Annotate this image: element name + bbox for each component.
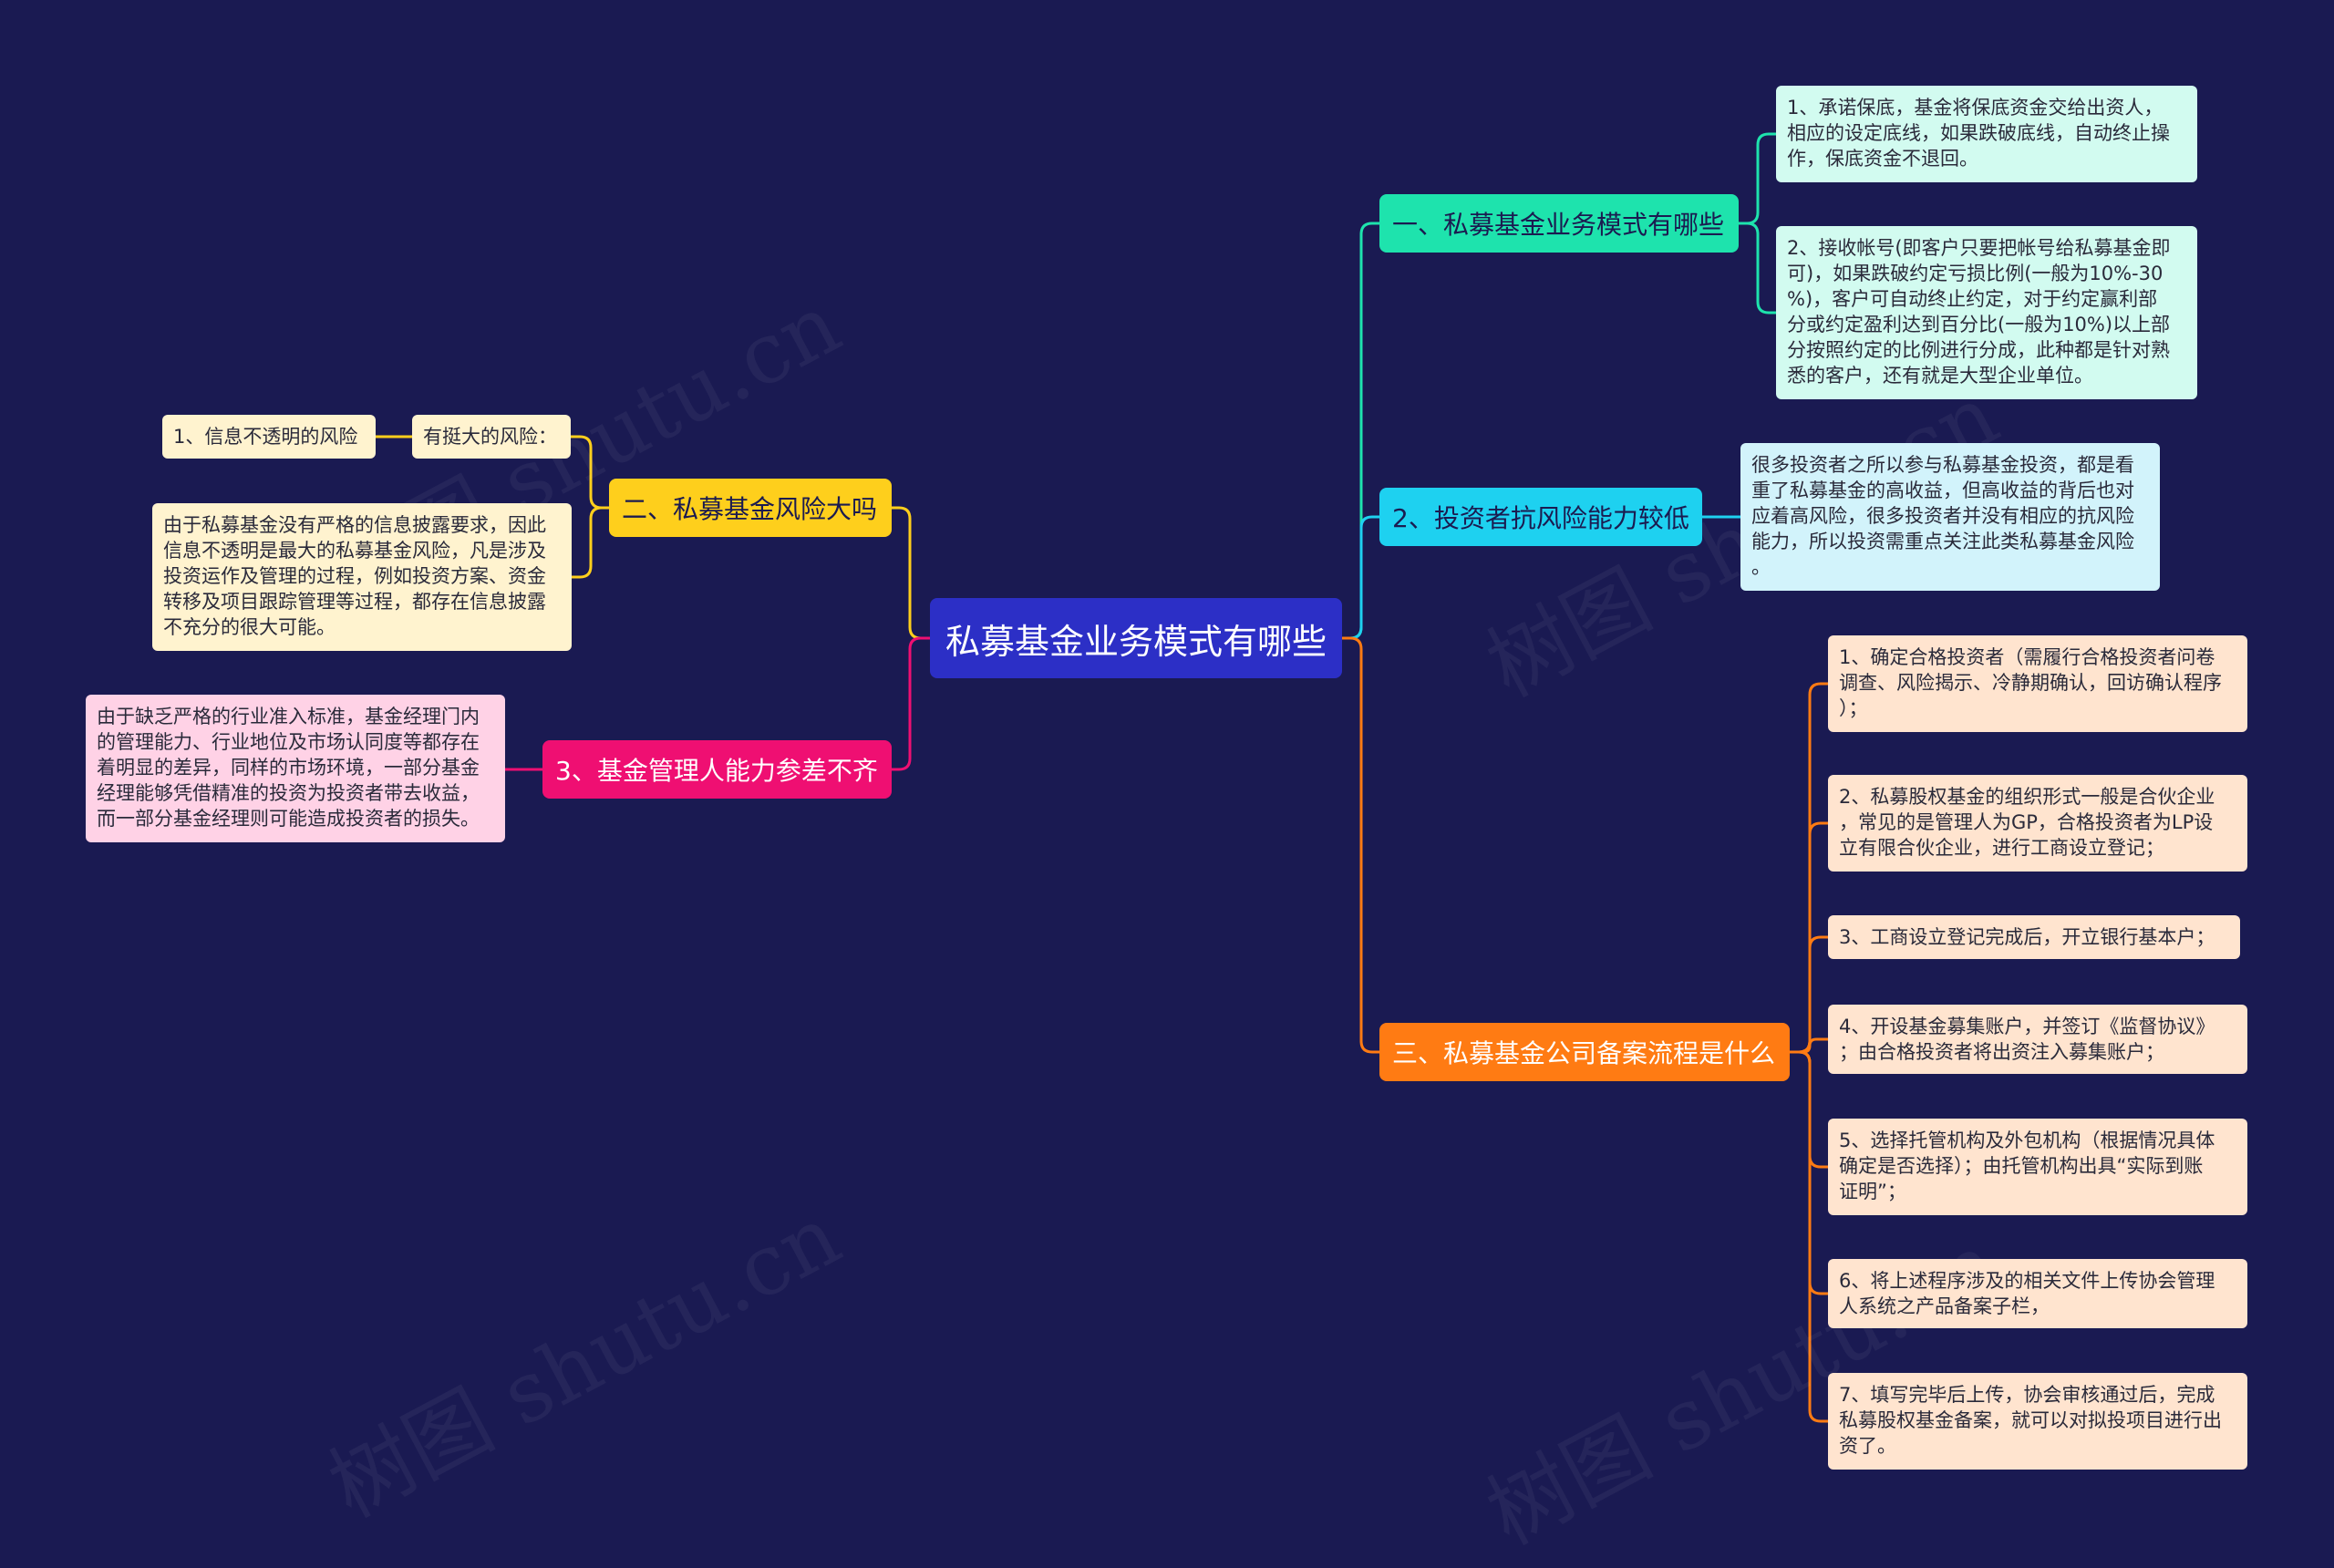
leaf-risk-opacity[interactable]: 1、信息不透明的风险 <box>162 415 376 459</box>
leaf-risk-sub[interactable]: 有挺大的风险： <box>412 415 571 459</box>
leaf-process-4[interactable]: 4、开设基金募集账户，并签订《监督协议》 ；由合格投资者将出资注入募集账户； <box>1828 1005 2247 1074</box>
link-mode-leaf-1 <box>1739 132 1776 225</box>
leaf-process-6[interactable]: 6、将上述程序涉及的相关文件上传协会管理 人系统之产品备案子栏， <box>1828 1259 2247 1328</box>
link-process-leaf-3 <box>1790 935 1828 1054</box>
leaf-process-5[interactable]: 5、选择托管机构及外包机构（根据情况具体 确定是否选择）；由托管机构出具“实际到… <box>1828 1119 2247 1215</box>
link-root-manager <box>892 636 930 771</box>
link-mode-leaf-2 <box>1739 222 1776 315</box>
leaf-risk-1[interactable]: 由于私募基金没有严格的信息披露要求，因此 信息不透明是最大的私募基金风险，凡是涉… <box>152 503 572 651</box>
branch-filing-process[interactable]: 三、私募基金公司备案流程是什么 <box>1379 1023 1790 1081</box>
leaf-process-2[interactable]: 2、私募股权基金的组织形式一般是合伙企业 ，常见的是管理人为GP，合格投资者为L… <box>1828 775 2247 872</box>
leaf-process-1[interactable]: 1、确定合格投资者（需履行合格投资者问卷 调查、风险揭示、冷静期确认，回访确认程… <box>1828 635 2247 732</box>
link-process-leaf-4 <box>1790 1037 1828 1054</box>
root-topic[interactable]: 私募基金业务模式有哪些 <box>930 598 1342 678</box>
link-root-process <box>1342 636 1379 1054</box>
leaf-manager-1[interactable]: 由于缺乏严格的行业准入标准，基金经理门内 的管理能力、行业地位及市场认同度等都存… <box>86 695 505 842</box>
leaf-process-7[interactable]: 7、填写完毕后上传，协会审核通过后，完成 私募股权基金备案，就可以对拟投项目进行… <box>1828 1373 2247 1470</box>
leaf-mode-2[interactable]: 2、接收帐号(即客户只要把帐号给私募基金即 可)，如果跌破约定亏损比例(一般为1… <box>1776 226 2197 399</box>
leaf-mode-1[interactable]: 1、承诺保底，基金将保底资金交给出资人， 相应的设定底线，如果跌破底线，自动终止… <box>1776 86 2197 182</box>
link-root-risk <box>892 506 930 640</box>
branch-fund-risk[interactable]: 二、私募基金风险大吗 <box>609 479 892 537</box>
link-risk-leaf <box>572 506 609 579</box>
link-process-leaf-7 <box>1790 1050 1828 1423</box>
branch-business-mode[interactable]: 一、私募基金业务模式有哪些 <box>1379 194 1739 253</box>
link-root-capacity <box>1342 515 1379 640</box>
branch-manager-ability[interactable]: 3、基金管理人能力参差不齐 <box>542 740 892 799</box>
leaf-capacity-1[interactable]: 很多投资者之所以参与私募基金投资，都是看 重了私募基金的高收益，但高收益的背后也… <box>1740 443 2160 591</box>
leaf-process-3[interactable]: 3、工商设立登记完成后，开立银行基本户； <box>1828 915 2240 959</box>
branch-risk-capacity[interactable]: 2、投资者抗风险能力较低 <box>1379 488 1702 546</box>
